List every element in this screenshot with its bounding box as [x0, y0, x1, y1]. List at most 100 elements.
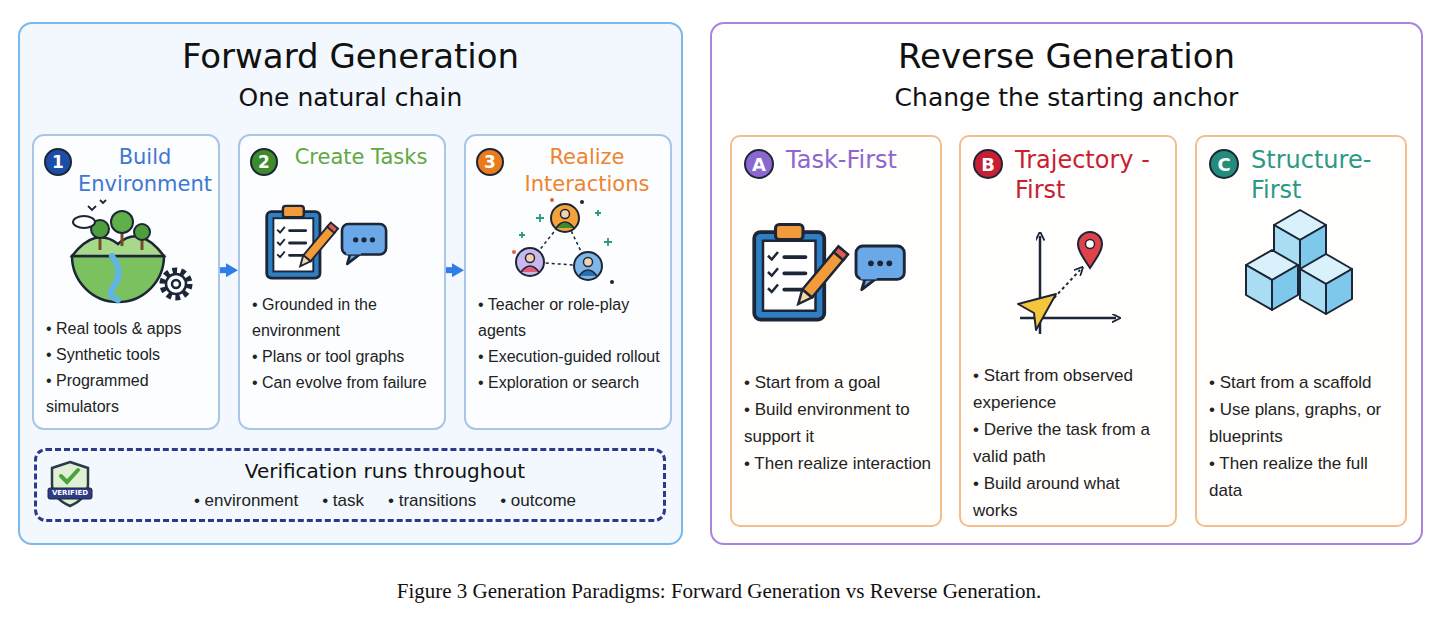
agents-icon [550, 198, 554, 202]
agents-icon [516, 248, 544, 276]
bullet-item: • Start from a scaffold [1209, 369, 1397, 396]
bullet-item: • Start from a goal [744, 369, 932, 396]
step-box: 2Create Tasks• Grounded in the environme… [238, 134, 446, 430]
panel-subtitle: Change the starting anchor [712, 82, 1421, 114]
landscape-icon [141, 238, 144, 250]
trajectory-icon [1039, 236, 1042, 334]
agents-icon [561, 210, 570, 219]
step-box: 1Build Environment • Real tools & apps• S… [32, 134, 220, 430]
bullet-item: • Build around what works [973, 470, 1167, 524]
bullet-item: • Then realize interaction [744, 450, 932, 477]
agents-icon [610, 280, 614, 284]
paradigm-panel: Forward GenerationOne natural chain 1Buil… [18, 22, 683, 545]
agents-icon [574, 252, 602, 280]
paradigm-box: A Task-First • Start from a goal• Build en… [730, 135, 942, 527]
step-number: 2 [250, 148, 278, 176]
flow-arrow [446, 267, 452, 273]
agents-icon [521, 266, 539, 272]
verified-badge [61, 470, 78, 482]
bullet-list: • Start from a scaffold• Use plans, grap… [1209, 369, 1397, 504]
landscape-icon [88, 200, 106, 210]
bullet-item: • Grounded in the environment [252, 292, 436, 344]
verified-badge [48, 462, 92, 506]
gear-icon [172, 280, 180, 288]
step-title: Build Environment [74, 144, 216, 198]
agents-icon [512, 250, 516, 254]
agents-icon [584, 258, 593, 267]
landscape-icon [99, 236, 102, 250]
paradigm-title: Task-First [786, 145, 936, 175]
gear-icon [166, 274, 186, 294]
bullet-item: • Synthetic tools [46, 342, 210, 368]
landscape-icon [72, 236, 164, 256]
landscape-icon [121, 230, 124, 246]
cubes-icon [1300, 225, 1326, 270]
speech-bubble [342, 224, 386, 264]
bullet-item: • Plans or tool graphs [252, 344, 436, 370]
agents-icon [579, 270, 597, 276]
paradigm-panel: Reverse GenerationChange the starting an… [710, 22, 1423, 545]
step-box: 3Realize Interactions • Teacher or role-p… [464, 134, 672, 430]
bullet-list: • Teacher or role-play agents• Execution… [478, 292, 662, 396]
verification-box: Verification runs throughout • environmen… [34, 448, 666, 522]
agents-icon [580, 200, 584, 204]
panel-title: Forward Generation [20, 36, 681, 76]
cubes-icon [1272, 265, 1298, 310]
bullet-list: • Start from a goal• Build environment t… [744, 369, 932, 477]
cubes-icon [1246, 210, 1352, 314]
verification-item: • transitions [388, 489, 476, 513]
bullet-item: • Exploration or search [478, 370, 662, 396]
bullet-item: • Start from observed experience [973, 362, 1167, 416]
step-number: 1 [44, 148, 72, 176]
clipboard-icon [267, 206, 338, 278]
figure-caption: Figure 3 Generation Paradigms: Forward G… [0, 577, 1438, 605]
bullet-item: • Teacher or role-play agents [478, 292, 662, 344]
landscape-icon [72, 256, 164, 302]
cubes-icon [1300, 254, 1352, 284]
bullet-list: • Real tools & apps• Synthetic tools• Pr… [46, 316, 210, 420]
cubes-icon [1300, 269, 1326, 314]
clipboard-icon [754, 225, 848, 320]
landscape-icon [111, 211, 133, 233]
bullet-item: • Real tools & apps [46, 316, 210, 342]
landscape-icon [134, 224, 150, 240]
speech-bubble [856, 246, 904, 290]
agents-icon [551, 204, 579, 232]
verification-title: Verification runs throughout [117, 458, 653, 484]
bullet-item: • Can evolve from failure [252, 370, 436, 396]
connector-layer [220, 270, 452, 271]
flow-arrow [220, 267, 226, 273]
cubes-icon [1246, 250, 1298, 280]
verified-badge [48, 488, 92, 499]
trajectory-icon [1086, 240, 1095, 249]
paradigm-title: Structure- First [1251, 145, 1401, 205]
panel-title: Reverse Generation [712, 36, 1421, 76]
verification-item: • environment [194, 489, 298, 513]
agents-icon [512, 198, 614, 284]
bullet-item: • Build environment to support it [744, 396, 932, 450]
bullet-item: • Use plans, graphs, or blueprints [1209, 396, 1397, 450]
bullet-item: • Then realize the full data [1209, 450, 1397, 504]
paradigm-letter: C [1209, 149, 1239, 179]
bullet-list: • Start from observed experience• Derive… [973, 362, 1167, 524]
bullet-list: • Grounded in the environment• Plans or … [252, 292, 436, 396]
agents-icon [519, 210, 612, 246]
trajectory-icon [1018, 294, 1056, 330]
verification-item: • outcome [500, 489, 576, 513]
paradigm-box: C Structure- First • Start from a scaffold… [1195, 135, 1407, 527]
step-number: 3 [476, 148, 504, 176]
step-title: Realize Interactions [506, 144, 668, 198]
landscape-icon [73, 216, 95, 228]
cubes-icon [1326, 269, 1352, 314]
paradigm-title: Trajectory -First [1015, 145, 1171, 205]
agents-icon [556, 222, 574, 228]
landscape-icon [111, 256, 119, 300]
panel-subtitle: One natural chain [20, 82, 681, 114]
trajectory-icon [1020, 317, 1116, 320]
bullet-item: • Programmed simulators [46, 368, 210, 420]
cubes-icon [1274, 210, 1326, 240]
paradigm-letter: A [744, 149, 774, 179]
trajectory-icon [1018, 232, 1116, 334]
cubes-icon [1274, 225, 1300, 270]
